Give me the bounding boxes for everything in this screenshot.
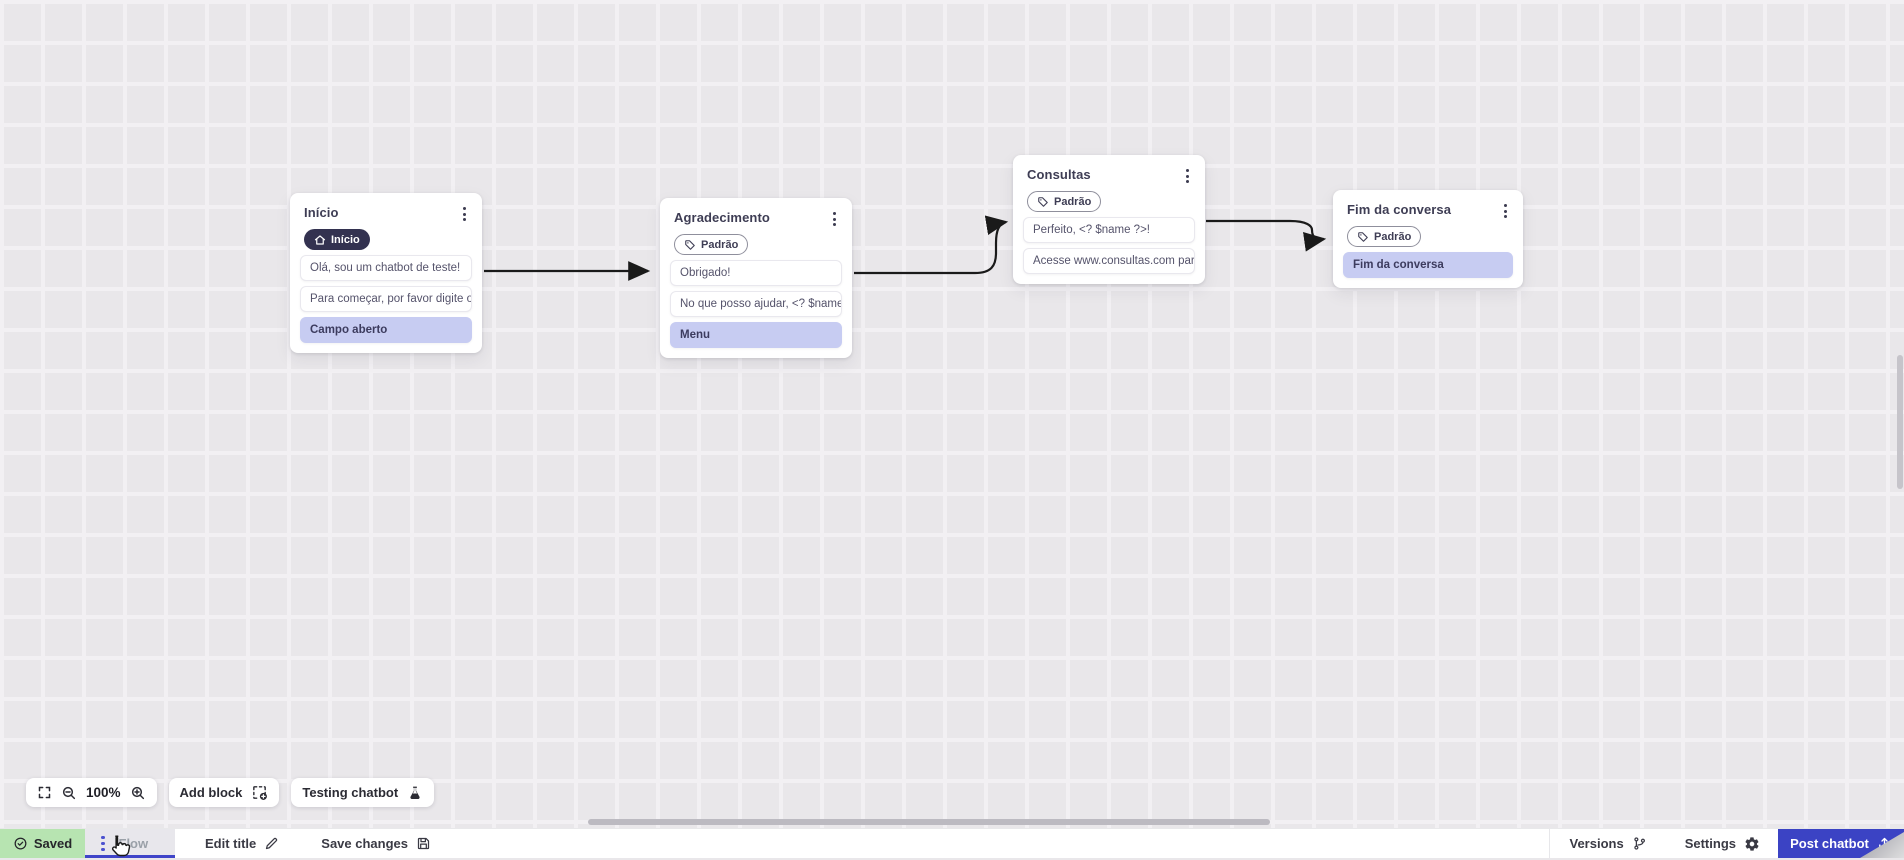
- gear-icon: [1745, 836, 1759, 851]
- node-menu-icon[interactable]: [829, 210, 840, 228]
- flask-icon: [407, 785, 423, 801]
- tag-icon: [685, 239, 695, 250]
- node-type-badge: Padrão: [1027, 191, 1102, 212]
- message-item[interactable]: No que posso ajudar, <? $name ...: [670, 291, 842, 317]
- message-item[interactable]: Para começar, por favor digite o ...: [300, 286, 472, 312]
- add-block-label: Add block: [179, 785, 243, 800]
- connection-arrows: [484, 215, 1327, 281]
- action-item[interactable]: Fim da conversa: [1343, 252, 1513, 278]
- fullscreen-icon[interactable]: [37, 785, 52, 800]
- save-changes-button[interactable]: Save changes: [307, 829, 445, 858]
- zoom-out-icon[interactable]: [61, 785, 77, 801]
- add-block-button[interactable]: Add block: [168, 778, 280, 807]
- drag-dots-icon[interactable]: [97, 834, 109, 854]
- node-title: Consultas: [1027, 167, 1091, 182]
- node-type-badge: Início: [304, 229, 370, 250]
- saved-status-badge: Saved: [0, 829, 85, 858]
- tag-icon: [1038, 196, 1048, 207]
- save-icon: [417, 837, 430, 850]
- zoom-controls: 100%: [26, 778, 157, 807]
- node-title: Início: [304, 205, 339, 220]
- flow-node-agradecimento[interactable]: Agradecimento Padrão Obrigado! No que po…: [660, 198, 852, 358]
- horizontal-scrollbar[interactable]: [588, 819, 1270, 825]
- canvas-toolbar: 100% Add block Testing chatbot: [26, 778, 435, 807]
- testing-chatbot-button[interactable]: Testing chatbot: [291, 778, 435, 807]
- vertical-scrollbar[interactable]: [1897, 355, 1903, 489]
- edit-title-button[interactable]: Edit title: [191, 829, 293, 858]
- pencil-icon: [266, 837, 278, 850]
- flow-node-fim-da-conversa[interactable]: Fim da conversa Padrão Fim da conversa: [1333, 190, 1523, 288]
- tag-icon: [1358, 231, 1368, 242]
- check-circle-icon: [14, 837, 27, 850]
- branch-icon: [1634, 837, 1645, 850]
- flow-tab-label: Flow: [118, 836, 149, 851]
- zoom-in-icon[interactable]: [130, 785, 146, 801]
- message-item[interactable]: Acesse www.consultas.com par...: [1023, 248, 1195, 274]
- message-item[interactable]: Olá, sou um chatbot de teste!: [300, 255, 472, 281]
- node-menu-icon[interactable]: [1500, 202, 1511, 220]
- node-title: Agradecimento: [674, 210, 770, 225]
- settings-button[interactable]: Settings: [1667, 829, 1778, 858]
- zoom-level: 100%: [86, 785, 121, 800]
- flow-node-consultas[interactable]: Consultas Padrão Perfeito, <? $name ?>! …: [1013, 155, 1205, 284]
- saved-label: Saved: [33, 836, 73, 851]
- node-type-badge: Padrão: [1347, 226, 1422, 247]
- home-icon: [314, 234, 326, 245]
- add-block-icon: [251, 784, 268, 801]
- versions-button[interactable]: Versions: [1550, 829, 1667, 858]
- flow-canvas[interactable]: Início Início Olá, sou um chatbot de tes…: [0, 0, 1904, 828]
- active-tab-underline: [85, 855, 175, 858]
- message-item[interactable]: Perfeito, <? $name ?>!: [1023, 217, 1195, 243]
- action-item[interactable]: Menu: [670, 322, 842, 348]
- testing-chatbot-label: Testing chatbot: [302, 785, 399, 800]
- node-type-badge: Padrão: [674, 234, 749, 255]
- flow-node-inicio[interactable]: Início Início Olá, sou um chatbot de tes…: [290, 193, 482, 353]
- action-item[interactable]: Campo aberto: [300, 317, 472, 343]
- node-menu-icon[interactable]: [459, 205, 470, 223]
- node-title: Fim da conversa: [1347, 202, 1452, 217]
- tab-flow[interactable]: Flow: [85, 829, 175, 858]
- message-item[interactable]: Obrigado!: [670, 260, 842, 286]
- status-bar: Saved Flow Edit title Save changes Versi…: [0, 828, 1904, 858]
- statusbar-divider: [1548, 829, 1550, 858]
- node-menu-icon[interactable]: [1182, 167, 1193, 185]
